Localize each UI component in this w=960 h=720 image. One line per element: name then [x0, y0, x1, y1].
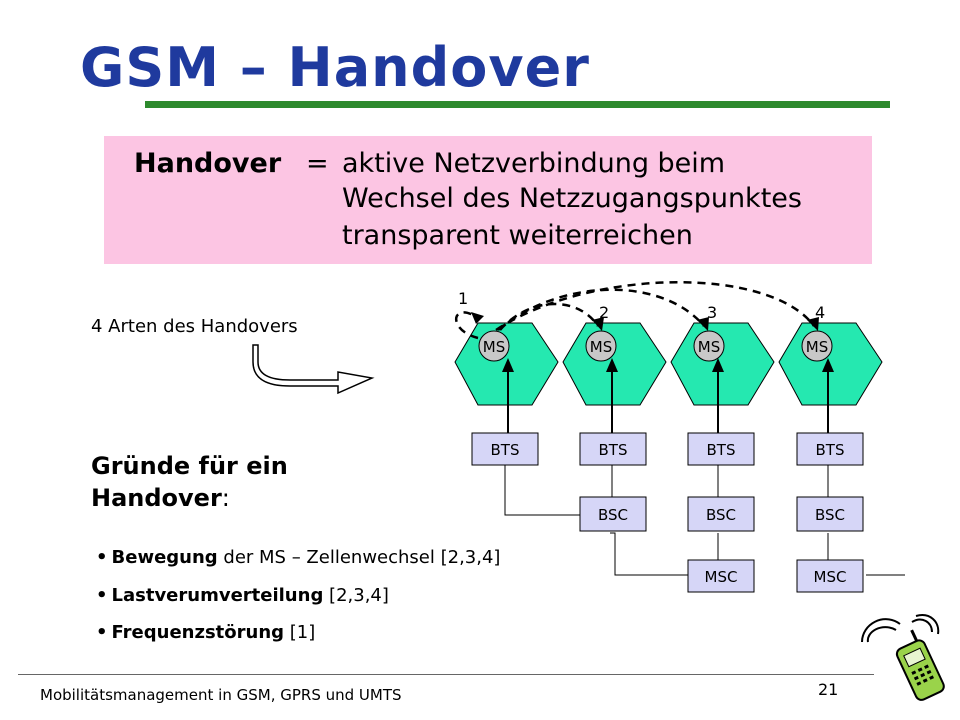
definition-line-1: aktive Netzverbindung beim — [342, 148, 726, 179]
reasons-title-colon: : — [221, 484, 230, 512]
reason-bold: Lastverumverteilung — [111, 585, 324, 606]
ms-circle — [693, 330, 725, 362]
footer-divider — [18, 674, 874, 675]
bsc-box-1 — [579, 496, 647, 532]
footer-text: Mobilitätsmanagement in GSM, GPRS und UM… — [40, 686, 402, 704]
reason-text: [1] — [284, 622, 316, 643]
handover-number-2: 2 — [599, 303, 609, 322]
reasons-title-line2: Handover — [91, 484, 222, 512]
page-number: 21 — [818, 680, 839, 699]
reasons-title-line1: Gründe für ein — [91, 452, 288, 480]
arrow-head — [592, 317, 604, 331]
arrow-head — [697, 317, 709, 331]
handover-number-1: 1 — [458, 289, 468, 308]
reasons-title: Gründe für ein Handover: — [91, 450, 288, 514]
definition-term: Handover — [134, 148, 282, 179]
handover-number-3: 3 — [707, 303, 717, 322]
reason-bold: Frequenzstörung — [111, 622, 285, 643]
bullet-icon: • — [96, 622, 108, 643]
cell-1: MS — [454, 322, 559, 433]
ms-circle — [585, 330, 617, 362]
bts-box-3 — [687, 432, 755, 466]
bts-label: BTS — [707, 441, 736, 459]
arrow-head — [712, 358, 724, 372]
bsc-box-2 — [687, 496, 755, 532]
arrow-head — [502, 358, 514, 372]
handover-types-label: 4 Arten des Handovers — [91, 316, 298, 337]
handover-number-4: 4 — [815, 303, 825, 322]
definition-equals: = — [306, 148, 329, 179]
msc-label: MSC — [814, 568, 847, 586]
slide-title: GSM – Handover — [80, 36, 590, 99]
arrow-head — [807, 317, 819, 331]
cell-4: MS — [778, 322, 883, 433]
reason-text: der MS – Zellenwechsel [2,3,4] — [217, 547, 501, 568]
bsc-label: BSC — [598, 506, 628, 524]
bts-box-2 — [579, 432, 647, 466]
mobile-phone-icon — [861, 614, 945, 701]
cell-2: MS — [562, 322, 667, 433]
definition-line-2: Wechsel des Netzzugangspunktes — [342, 183, 802, 214]
reason-item-1: •Bewegung der MS – Zellenwechsel [2,3,4] — [96, 547, 500, 568]
wire-bsc1-msc1 — [610, 532, 690, 576]
bsc-label: BSC — [706, 506, 736, 524]
ms-label: MS — [698, 338, 720, 356]
bts-box-1 — [471, 432, 539, 466]
bsc-label: BSC — [815, 506, 845, 524]
ms-circle — [478, 330, 510, 362]
arrow-head — [822, 358, 834, 372]
handover-arc-1 — [455, 311, 479, 340]
bts-label: BTS — [599, 441, 628, 459]
ms-label: MS — [483, 338, 505, 356]
bsc-box-3 — [796, 496, 864, 532]
title-underline — [145, 101, 890, 108]
msc-label: MSC — [705, 568, 738, 586]
bullet-icon: • — [96, 547, 108, 568]
reason-item-3: •Frequenzstörung [1] — [96, 622, 315, 643]
cell-3: MS — [670, 322, 775, 433]
handover-arc-4 — [495, 281, 816, 332]
ms-label: MS — [590, 338, 612, 356]
curved-arrow-icon — [252, 344, 375, 395]
definition-box — [104, 136, 872, 264]
reason-bold: Bewegung — [111, 547, 218, 568]
bts-label: BTS — [816, 441, 845, 459]
msc-box-1 — [687, 559, 755, 593]
handover-arc-3 — [497, 288, 705, 331]
wire-bts1-bsc1 — [504, 465, 585, 516]
ms-label: MS — [806, 338, 828, 356]
reason-text: [2,3,4] — [323, 585, 389, 606]
arrow-head — [471, 312, 484, 324]
reason-item-2: •Lastverumverteilung [2,3,4] — [96, 585, 389, 606]
cell-hexagon — [670, 322, 775, 406]
bts-label: BTS — [491, 441, 520, 459]
arrow-head — [606, 358, 618, 372]
network-wires — [504, 465, 905, 576]
ms-circle — [801, 330, 833, 362]
bts-box-4 — [796, 432, 864, 466]
definition-line-3: transparent weiterreichen — [342, 220, 693, 251]
bullet-icon: • — [96, 585, 108, 606]
msc-box-2 — [796, 559, 864, 593]
